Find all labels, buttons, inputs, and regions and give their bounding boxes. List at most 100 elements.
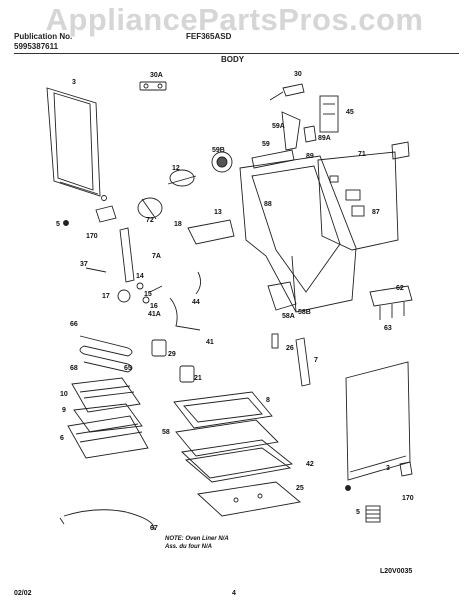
label-14: 14 — [136, 273, 144, 280]
label-170-right: 170 — [402, 495, 414, 502]
note-line-1: NOTE: Oven Liner N/A — [165, 536, 229, 542]
label-12: 12 — [172, 165, 180, 172]
part-9-broil-tray — [73, 403, 143, 433]
part-87 — [351, 205, 365, 217]
part-5-screw-right — [345, 485, 351, 491]
label-66: 66 — [70, 321, 78, 328]
label-16: 16 — [150, 303, 158, 310]
label-15: 15 — [144, 291, 152, 298]
part-170-leg-bracket — [399, 461, 413, 477]
part-side-panel-left — [46, 87, 101, 197]
part-7-hinge — [295, 337, 311, 387]
label-9: 9 — [62, 407, 66, 414]
label-21: 21 — [194, 375, 202, 382]
label-17: 17 — [102, 293, 110, 300]
publication-label: Publication No. — [14, 32, 73, 41]
part-26-clip — [271, 333, 279, 349]
label-42: 42 — [306, 461, 314, 468]
part-thermostat-group — [117, 282, 163, 304]
footer-page-number: 4 — [232, 590, 236, 597]
label-45: 45 — [346, 109, 354, 116]
label-5-right: 5 — [356, 509, 360, 516]
label-8: 8 — [266, 397, 270, 404]
part-30-bracket — [269, 83, 305, 101]
label-30a: 30A — [150, 72, 163, 79]
label-62: 62 — [396, 285, 404, 292]
part-71-back-panel — [317, 151, 399, 251]
label-170: 170 — [86, 233, 98, 240]
part-30a-bracket — [139, 81, 167, 91]
part-5-screw — [63, 220, 69, 226]
label-89: 89 — [306, 153, 314, 160]
label-68: 68 — [70, 365, 78, 372]
label-37: 37 — [80, 261, 88, 268]
part-21-switch — [179, 365, 195, 383]
part-5-leveling-leg — [365, 505, 381, 523]
label-58: 58 — [162, 429, 170, 436]
part-58-panel — [175, 419, 279, 457]
label-10: 10 — [60, 391, 68, 398]
label-87: 87 — [372, 209, 380, 216]
label-13: 13 — [214, 209, 222, 216]
label-59b: 59B — [212, 147, 225, 154]
label-59a: 59A — [272, 123, 285, 130]
part-72-cylinder — [137, 197, 163, 220]
part-37 — [85, 267, 107, 273]
label-65: 65 — [124, 365, 132, 372]
label-3-right: 3 — [386, 465, 390, 472]
part-41a-wire — [169, 297, 201, 331]
label-41: 41 — [206, 339, 214, 346]
part-8-door-liner — [173, 391, 273, 429]
label-29: 29 — [168, 351, 176, 358]
label-89a: 89A — [318, 135, 331, 142]
part-side-panel-right — [345, 361, 411, 481]
label-59: 59 — [262, 141, 270, 148]
header-rule — [14, 53, 459, 54]
part-25-bottom-panel — [197, 481, 302, 517]
label-7: 7 — [314, 357, 318, 364]
part-88-cabinet — [239, 155, 357, 313]
label-67: 67 — [150, 525, 158, 532]
label-72: 72 — [146, 217, 154, 224]
part-62-terminal-block — [369, 285, 413, 320]
part-10-broil-pan — [71, 377, 141, 413]
part-18-bracket — [187, 219, 235, 245]
part-67-bake-element — [59, 509, 155, 531]
footer-date: 02/02 — [14, 590, 32, 597]
label-5: 5 — [56, 221, 60, 228]
part-12-motor — [167, 169, 197, 187]
label-26: 26 — [286, 345, 294, 352]
part-42-drawer — [181, 439, 294, 483]
part-7a-hinge — [119, 227, 135, 283]
part-6-oven-rack — [67, 415, 149, 459]
model-number: FEF365ASD — [186, 32, 232, 41]
label-71: 71 — [358, 151, 366, 158]
part-59b-fan — [211, 151, 233, 173]
part-66-broil-element — [79, 335, 133, 373]
label-44: 44 — [192, 299, 200, 306]
label-58a: 58A — [282, 313, 295, 320]
part-59a-89a-brackets — [281, 111, 317, 151]
section-title: BODY — [221, 55, 245, 64]
callout-labels: 3 30A 30 45 59A 89A 59 89 59B 71 12 87 5… — [56, 71, 414, 532]
label-7a: 7A — [152, 253, 161, 260]
label-6: 6 — [60, 435, 64, 442]
label-3: 3 — [72, 79, 76, 86]
diagram-code: L20V0035 — [380, 568, 413, 575]
label-30: 30 — [294, 71, 302, 78]
part-170-clip — [95, 195, 117, 223]
label-58b: 58B — [298, 309, 311, 316]
publication-number: 5995387611 — [14, 42, 59, 51]
label-18: 18 — [174, 221, 182, 228]
label-88: 88 — [264, 201, 272, 208]
note-line-2: Ass. du four N/A — [165, 544, 213, 550]
watermark: AppliancePartsPros.com — [45, 2, 424, 37]
label-63: 63 — [384, 325, 392, 332]
label-41a: 41A — [148, 311, 161, 318]
part-58a-58b-brackets — [267, 281, 297, 311]
part-45-vent — [319, 95, 339, 133]
label-25: 25 — [296, 485, 304, 492]
part-44-harness — [195, 271, 201, 295]
